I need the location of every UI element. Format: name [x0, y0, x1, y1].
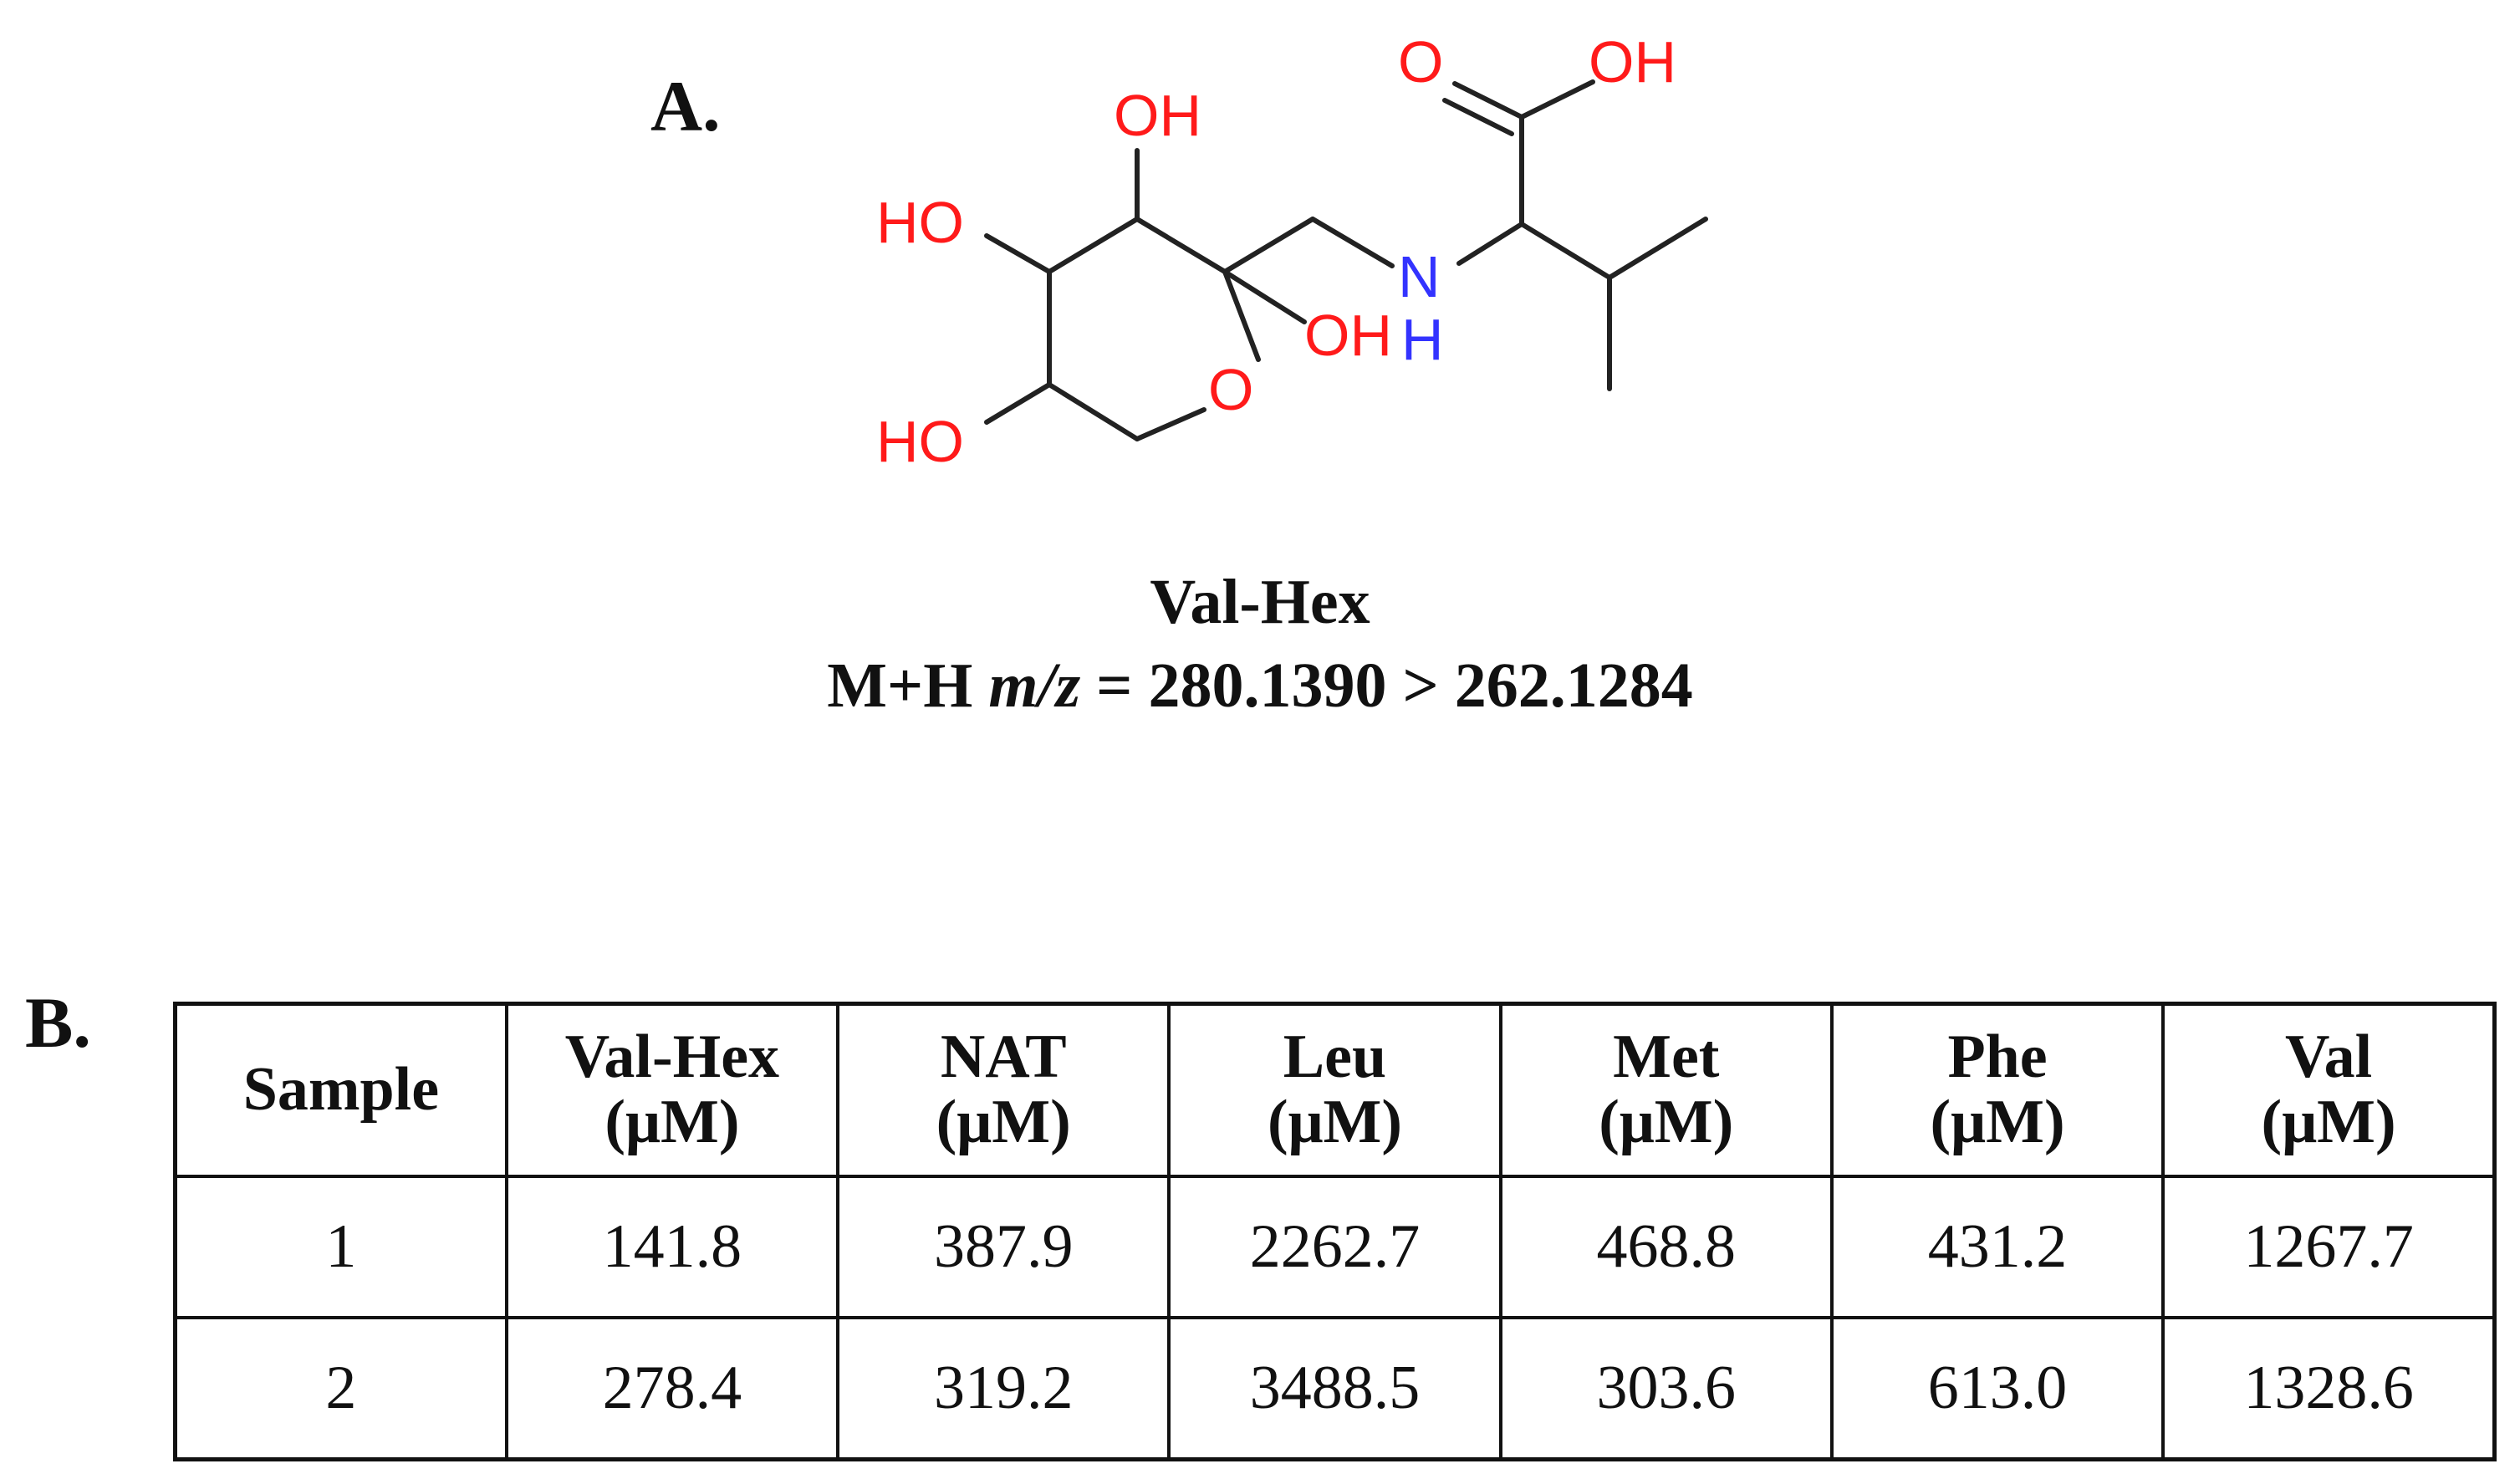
cell-phe: 613.0 — [1829, 1316, 2165, 1461]
mass-values: = 280.1390 > 262.1284 — [1096, 650, 1693, 721]
cell-sample: 1 — [173, 1175, 508, 1319]
mass-transition: M+H m/z = 280.1390 > 262.1284 — [0, 654, 2520, 717]
cell-nat: 387.9 — [836, 1175, 1171, 1319]
bond-c1-oh — [1222, 269, 1307, 324]
cell-leu: 3488.5 — [1167, 1316, 1502, 1461]
header-met: Met(μM) — [1498, 1002, 1834, 1178]
table-row: 2 278.4 319.2 3488.5 303.6 613.0 1328.6 — [173, 1316, 2497, 1461]
bond-calpha-cbeta — [1519, 222, 1612, 280]
mass-prefix: M+H — [827, 650, 973, 721]
atom-ring-o: O — [1208, 357, 1253, 422]
bond-c-o-double-1 — [1452, 81, 1524, 120]
ring-bond-c5-o — [1135, 407, 1206, 441]
panel-b-label: B. — [25, 982, 91, 1063]
cell-val-hex: 278.4 — [504, 1316, 840, 1461]
bond-c-o-double-2 — [1442, 98, 1514, 136]
panel-a-label: A. — [650, 66, 721, 146]
cell-phe: 431.2 — [1829, 1175, 2165, 1319]
cell-leu: 2262.7 — [1167, 1175, 1502, 1319]
atom-carbonyl-o: O — [1398, 29, 1443, 94]
atom-n: N — [1398, 244, 1441, 309]
ring-bond-c2-c3 — [1047, 217, 1140, 274]
cell-val: 1328.6 — [2161, 1316, 2497, 1461]
atom-nh-hydrogen: H — [1401, 307, 1444, 372]
cell-met: 303.6 — [1498, 1316, 1834, 1461]
cell-val: 1267.7 — [2161, 1175, 2497, 1319]
bond-c3-oh — [984, 233, 1052, 274]
ring-bond-o-c1 — [1222, 269, 1261, 362]
ring-bond-c1-c2 — [1135, 217, 1227, 274]
atom-ho-c4: HO — [876, 409, 964, 474]
header-val-hex: Val-Hex(μM) — [504, 1002, 840, 1178]
header-sample: Sample — [173, 1002, 508, 1178]
header-leu: Leu(μM) — [1167, 1002, 1502, 1178]
atom-ho-c3: HO — [876, 190, 964, 255]
bond-cbeta-methyl-1 — [1607, 217, 1708, 280]
atom-oh-anomeric: OH — [1304, 303, 1392, 368]
header-val: Val(μM) — [2161, 1002, 2497, 1178]
table-header-row: Sample Val-Hex(μM) NAT(μM) Leu(μM) Met(μ… — [173, 1002, 2497, 1178]
cell-sample: 2 — [173, 1316, 508, 1461]
bond-ch2-n — [1310, 217, 1395, 268]
header-nat: NAT(μM) — [836, 1002, 1171, 1178]
table-row: 1 141.8 387.9 2262.7 468.8 431.2 1267.7 — [173, 1175, 2497, 1319]
bond-c-oh-acid — [1519, 79, 1595, 120]
bond-c4-oh — [984, 382, 1052, 425]
atom-acid-oh: OH — [1589, 29, 1676, 94]
bond-n-calpha — [1456, 222, 1524, 266]
mass-italic-mz: m/z — [988, 650, 1081, 721]
cell-nat: 319.2 — [836, 1316, 1171, 1461]
header-phe: Phe(μM) — [1829, 1002, 2165, 1178]
atom-oh-c2: OH — [1114, 83, 1201, 148]
compound-name: Val-Hex — [1150, 567, 1370, 637]
ring-bond-c4-c5 — [1047, 382, 1140, 441]
cell-val-hex: 141.8 — [504, 1175, 840, 1319]
cell-met: 468.8 — [1498, 1175, 1834, 1319]
chemical-structure-val-hex: OH HO HO O OH N H O OH — [876, 29, 1708, 474]
bond-c1-ch2 — [1222, 217, 1315, 274]
concentration-table: Sample Val-Hex(μM) NAT(μM) Leu(μM) Met(μ… — [173, 1002, 2497, 1461]
